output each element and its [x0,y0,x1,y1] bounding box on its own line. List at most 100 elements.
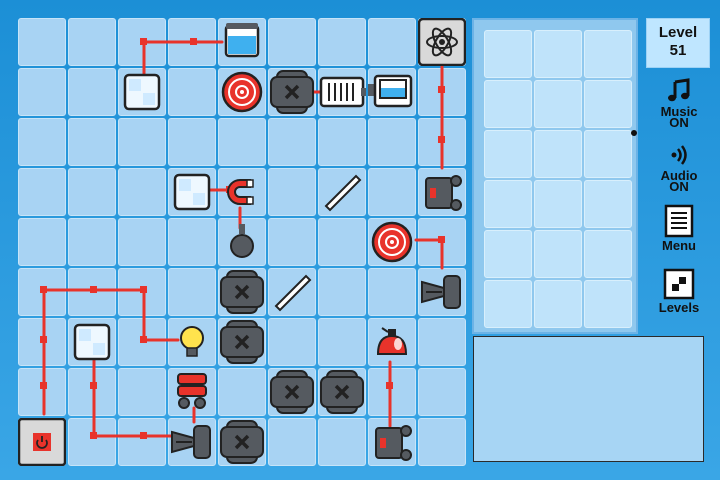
inventory-slot[interactable] [584,130,632,178]
inventory-slot[interactable] [584,30,632,78]
board-cell[interactable] [168,68,216,116]
inventory-slot[interactable] [534,130,582,178]
inventory-slot[interactable] [534,30,582,78]
board-cell[interactable] [168,218,216,266]
laser-piece[interactable] [168,418,216,466]
inventory-slot[interactable] [484,230,532,278]
inventory-slot[interactable] [484,180,532,228]
board-cell[interactable] [318,118,366,166]
atom-goal-piece[interactable] [418,18,466,66]
board-cell[interactable] [318,168,366,216]
motor-piece[interactable] [418,168,466,216]
board-cell[interactable] [118,368,166,416]
board-cell[interactable] [418,68,466,116]
board-cell[interactable] [18,268,66,316]
blocked-gear-piece[interactable] [218,418,266,466]
fan-piece[interactable] [368,218,416,266]
board-cell[interactable] [368,18,416,66]
board-cell[interactable] [418,318,466,366]
board-cell[interactable] [68,18,116,66]
board-cell[interactable] [318,418,366,466]
inventory-slot[interactable] [484,80,532,128]
inventory-slot[interactable] [534,230,582,278]
board-cell[interactable] [118,318,166,366]
inventory-slot[interactable] [484,130,532,178]
board-cell[interactable] [268,418,316,466]
board-cell[interactable] [368,368,416,416]
mirror-piece[interactable] [268,268,316,316]
inventory-slot[interactable] [534,180,582,228]
board-cell[interactable] [118,418,166,466]
board-cell[interactable] [18,368,66,416]
board-cell[interactable] [118,268,166,316]
board-cell[interactable] [418,218,466,266]
inventory-slot[interactable] [534,80,582,128]
board-cell[interactable] [418,368,466,416]
inventory-panel[interactable] [472,18,638,334]
board-cell[interactable] [218,368,266,416]
water-heater-piece[interactable] [368,68,416,116]
inventory-slot[interactable] [584,230,632,278]
water-tank-piece[interactable] [218,18,266,66]
menu-button[interactable]: Menu [644,204,714,252]
inventory-slot[interactable] [484,280,532,328]
inventory-slot[interactable] [584,280,632,328]
board-cell[interactable] [68,368,116,416]
blocked-gear-piece[interactable] [318,368,366,416]
blocked-gear-piece[interactable] [268,68,316,116]
ice-block-piece[interactable] [118,68,166,116]
weight-piece[interactable] [218,218,266,266]
board-cell[interactable] [418,118,466,166]
board-cell[interactable] [118,218,166,266]
board-cell[interactable] [18,218,66,266]
magnet-piece[interactable] [218,168,266,216]
board-cell[interactable] [68,218,116,266]
heater-piece[interactable] [318,68,366,116]
board-cell[interactable] [268,318,316,366]
board-cell[interactable] [218,118,266,166]
board-cell[interactable] [118,18,166,66]
board-cell[interactable] [68,418,116,466]
board-cell[interactable] [18,18,66,66]
inventory-slot[interactable] [584,80,632,128]
audio-button[interactable]: Audio ON [644,142,714,193]
blocked-gear-piece[interactable] [268,368,316,416]
board-cell[interactable] [168,18,216,66]
alarm-bell-piece[interactable] [368,318,416,366]
mirror-piece[interactable] [318,168,366,216]
inventory-slot[interactable] [484,30,532,78]
board-cell[interactable] [18,68,66,116]
blocked-gear-piece[interactable] [218,268,266,316]
board-cell[interactable] [318,268,366,316]
board-cell[interactable] [68,118,116,166]
board-cell[interactable] [18,118,66,166]
board-cell[interactable] [368,168,416,216]
board-cell[interactable] [368,118,416,166]
board-cell[interactable] [68,68,116,116]
board-cell[interactable] [168,268,216,316]
ice-block-piece[interactable] [168,168,216,216]
board-cell[interactable] [68,168,116,216]
board-cell[interactable] [268,18,316,66]
power-button-piece[interactable] [18,418,66,466]
inventory-slot[interactable] [534,280,582,328]
board-cell[interactable] [68,268,116,316]
levels-button[interactable]: Levels [644,268,714,314]
board-cell[interactable] [318,318,366,366]
blocked-gear-piece[interactable] [218,318,266,366]
board-cell[interactable] [318,218,366,266]
board-cell[interactable] [118,168,166,216]
board-cell[interactable] [318,18,366,66]
board-cell[interactable] [18,318,66,366]
game-board[interactable] [18,18,466,466]
fan-piece[interactable] [218,68,266,116]
robot-piece[interactable] [168,368,216,416]
ice-block-piece[interactable] [68,318,116,366]
music-button[interactable]: Music ON [644,78,714,129]
board-cell[interactable] [18,168,66,216]
laser-piece[interactable] [418,268,466,316]
board-cell[interactable] [368,268,416,316]
board-cell[interactable] [268,218,316,266]
board-cell[interactable] [168,118,216,166]
board-cell[interactable] [268,168,316,216]
